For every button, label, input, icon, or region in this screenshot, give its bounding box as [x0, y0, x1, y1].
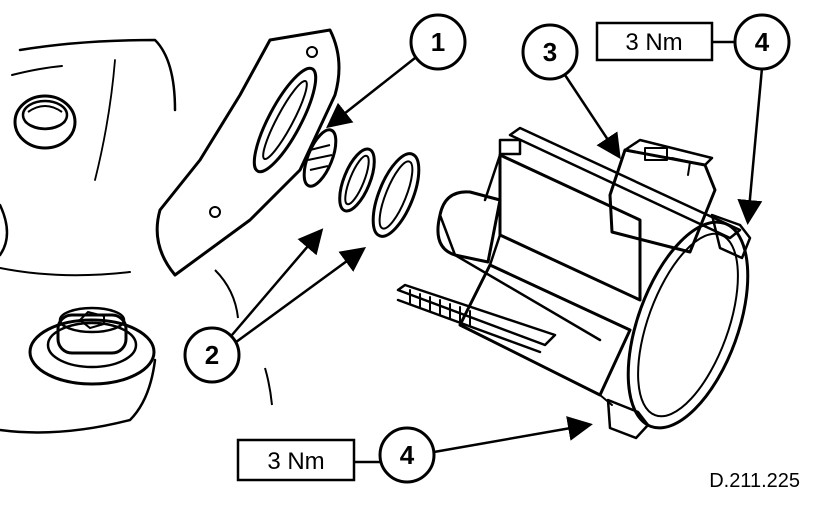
o-rings [338, 147, 421, 238]
callout-4-bottom: 4 [378, 426, 436, 484]
torque-value-top: 3 Nm [625, 29, 682, 56]
callout-1: 1 [409, 13, 467, 71]
filter-screen [302, 128, 338, 188]
callout-3-label: 3 [543, 37, 557, 67]
callout-4-top-label: 4 [755, 27, 770, 57]
callout-2-label: 2 [205, 340, 219, 370]
callout-1-label: 1 [431, 27, 445, 57]
callout-3: 3 [521, 23, 579, 81]
bolt-head-top [13, 94, 77, 150]
torque-box-bottom: 3 Nm [236, 438, 356, 482]
torque-box-top: 3 Nm [595, 21, 714, 62]
gasket-plate [155, 28, 341, 406]
callout-2: 2 [183, 326, 241, 384]
solenoid-valve [396, 126, 752, 440]
torque-value-bottom: 3 Nm [267, 448, 324, 475]
figure-reference-code: D.211.225 [709, 470, 800, 492]
bolt-head-bottom [28, 306, 156, 386]
leader-lines [231, 40, 764, 464]
engine-housing [0, 38, 177, 434]
callout-4-top: 4 [733, 13, 791, 71]
callout-4-bottom-label: 4 [400, 440, 415, 470]
